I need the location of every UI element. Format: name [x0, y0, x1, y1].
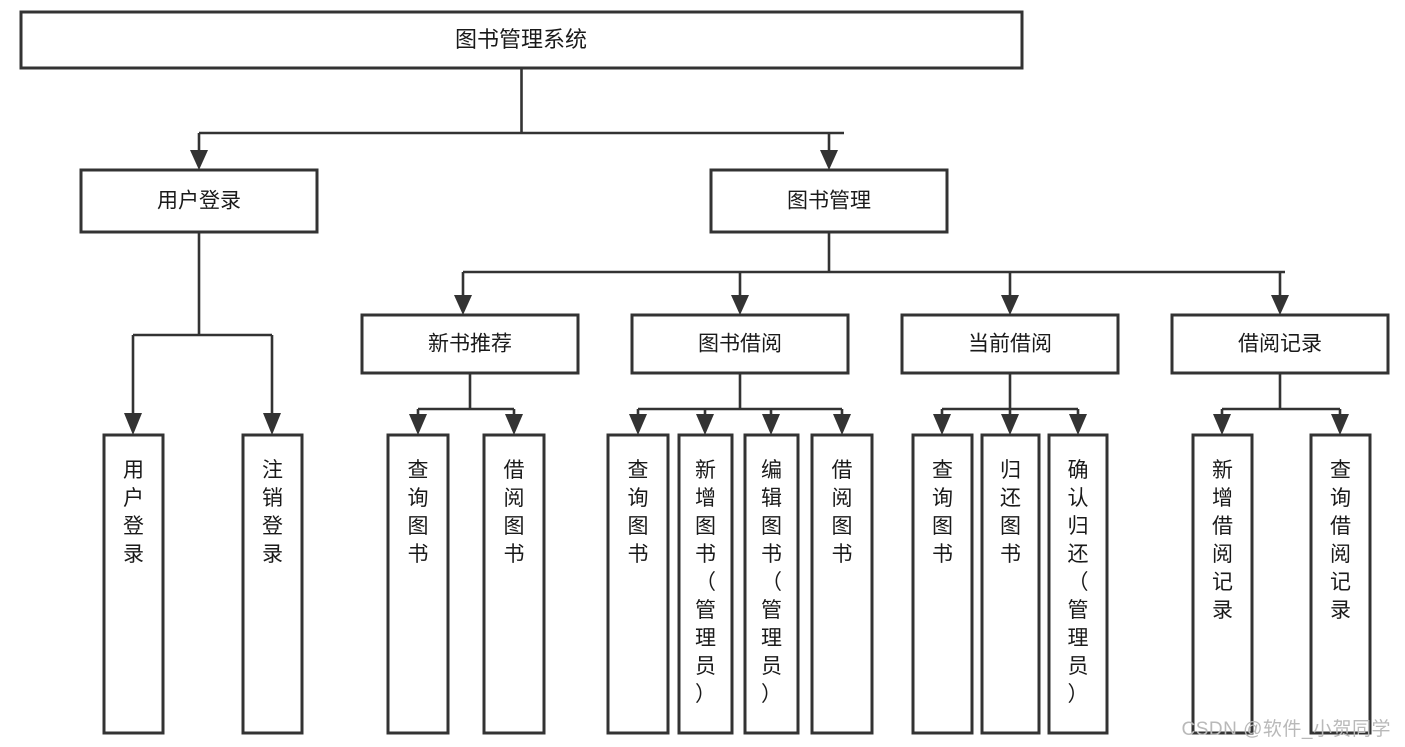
arrowhead-leaf-return-book [1001, 414, 1019, 435]
arrowhead-leaf-query-book-rec [409, 414, 427, 435]
arrowhead-leaf-logout [263, 413, 281, 435]
node-borrow-record-box[interactable] [1170, 313, 1390, 375]
leaf-borrow-book-rec[interactable]: 借阅图书 [482, 433, 546, 735]
node-root-label: 图书管理系统 [455, 27, 587, 52]
node-user-login-label: 用户登录 [157, 190, 241, 213]
leaf-return-book-box[interactable] [980, 433, 1041, 735]
leaf-edit-book-box[interactable] [743, 433, 800, 735]
leaf-layer: 用户登录 注销登录 查询图书 借阅图书 查询图书 新增图书（管理员） 编辑图书（管理员） 借阅… [102, 433, 1372, 735]
leaf-query-book-bor-label: 查询图书 [628, 459, 649, 566]
leaf-query-book-rec-label: 查询图书 [408, 459, 429, 566]
node-borrow-record[interactable]: 借阅记录 [1170, 313, 1390, 375]
leaf-logout[interactable]: 注销登录 [241, 433, 304, 735]
arrowhead-leaf-add-book [696, 414, 714, 435]
arrowhead-leaf-confirm-return [1069, 414, 1087, 435]
leaf-return-book[interactable]: 归还图书 [980, 433, 1041, 735]
leaf-user-login-label: 用户登录 [123, 459, 144, 566]
node-current-borrow-box[interactable] [900, 313, 1120, 375]
leaf-borrow-book-bor[interactable]: 借阅图书 [810, 433, 874, 735]
node-new-book-rec-label: 新书推荐 [428, 333, 512, 356]
node-user-login[interactable]: 用户登录 [79, 168, 319, 234]
arrowhead-leaf-add-record [1213, 414, 1231, 435]
leaf-edit-book-label: 编辑图书（管理员） [761, 459, 782, 706]
arrowhead-leaf-edit-book [762, 414, 780, 435]
leaf-add-record[interactable]: 新增借阅记录 [1191, 433, 1254, 735]
node-user-login-box[interactable] [79, 168, 319, 234]
leaf-borrow-book-bor-label: 借阅图书 [832, 459, 853, 566]
leaf-query-book-cur[interactable]: 查询图书 [911, 433, 974, 735]
leaf-query-book-bor[interactable]: 查询图书 [606, 433, 670, 735]
leaf-borrow-book-rec-label: 借阅图书 [504, 459, 525, 566]
leaf-query-book-bor-box[interactable] [606, 433, 670, 735]
leaf-query-record-label: 查询借阅记录 [1330, 459, 1351, 622]
leaf-logout-label: 注销登录 [262, 459, 283, 566]
leaf-borrow-book-rec-box[interactable] [482, 433, 546, 735]
node-book-manage[interactable]: 图书管理 [709, 168, 949, 234]
leaf-logout-box[interactable] [241, 433, 304, 735]
leaf-user-login[interactable]: 用户登录 [102, 433, 165, 735]
node-new-book-rec-box[interactable] [360, 313, 580, 375]
leaf-add-book[interactable]: 新增图书（管理员） [677, 433, 734, 735]
leaf-add-record-label: 新增借阅记录 [1212, 459, 1233, 622]
arrowhead-leaf-query-book-bor [629, 414, 647, 435]
node-book-borrow[interactable]: 图书借阅 [630, 313, 850, 375]
connector-layer [124, 68, 1349, 435]
node-current-borrow-label: 当前借阅 [968, 333, 1052, 356]
arrowhead-currentborrow [1001, 295, 1019, 315]
node-current-borrow[interactable]: 当前借阅 [900, 313, 1120, 375]
arrowhead-bookborrow [731, 295, 749, 315]
leaf-confirm-return-label: 确认归还（管理员） [1068, 459, 1089, 706]
node-borrow-record-label: 借阅记录 [1238, 333, 1322, 356]
leaf-user-login-box[interactable] [102, 433, 165, 735]
arrowhead-newbook [454, 295, 472, 315]
arrowhead-leaf-query-record [1331, 414, 1349, 435]
arrowhead-leaf-borrow-book-bor [833, 414, 851, 435]
leaf-query-book-rec[interactable]: 查询图书 [386, 433, 450, 735]
leaf-add-record-box[interactable] [1191, 433, 1254, 735]
leaf-query-book-cur-box[interactable] [911, 433, 974, 735]
watermark: CSDN @软件_小贺同学 [1181, 719, 1391, 740]
arrowhead-bookmanage [820, 150, 838, 170]
node-new-book-rec[interactable]: 新书推荐 [360, 313, 580, 375]
node-book-manage-label: 图书管理 [787, 190, 871, 213]
leaf-add-book-label: 新增图书（管理员） [695, 459, 716, 706]
leaf-edit-book[interactable]: 编辑图书（管理员） [743, 433, 800, 735]
leaf-confirm-return-box[interactable] [1047, 433, 1109, 735]
node-root-box[interactable] [19, 10, 1024, 70]
leaf-confirm-return[interactable]: 确认归还（管理员） [1047, 433, 1109, 735]
leaf-add-book-box[interactable] [677, 433, 734, 735]
node-book-manage-box[interactable] [709, 168, 949, 234]
arrowhead-leaf-query-book-cur [933, 414, 951, 435]
arrowhead-leaf-borrow-book-rec [505, 414, 523, 435]
leaf-query-record[interactable]: 查询借阅记录 [1309, 433, 1372, 735]
leaf-query-record-box[interactable] [1309, 433, 1372, 735]
node-root[interactable]: 图书管理系统 [19, 10, 1024, 70]
arrowhead-borrowrecord [1271, 295, 1289, 315]
arrowhead-leaf-user-login [124, 413, 142, 435]
node-book-borrow-box[interactable] [630, 313, 850, 375]
leaf-query-book-cur-label: 查询图书 [932, 459, 953, 566]
node-book-borrow-label: 图书借阅 [698, 333, 782, 356]
leaf-return-book-label: 归还图书 [1000, 459, 1021, 566]
leaf-query-book-rec-box[interactable] [386, 433, 450, 735]
arrowhead-userlogin [190, 150, 208, 170]
leaf-borrow-book-bor-box[interactable] [810, 433, 874, 735]
